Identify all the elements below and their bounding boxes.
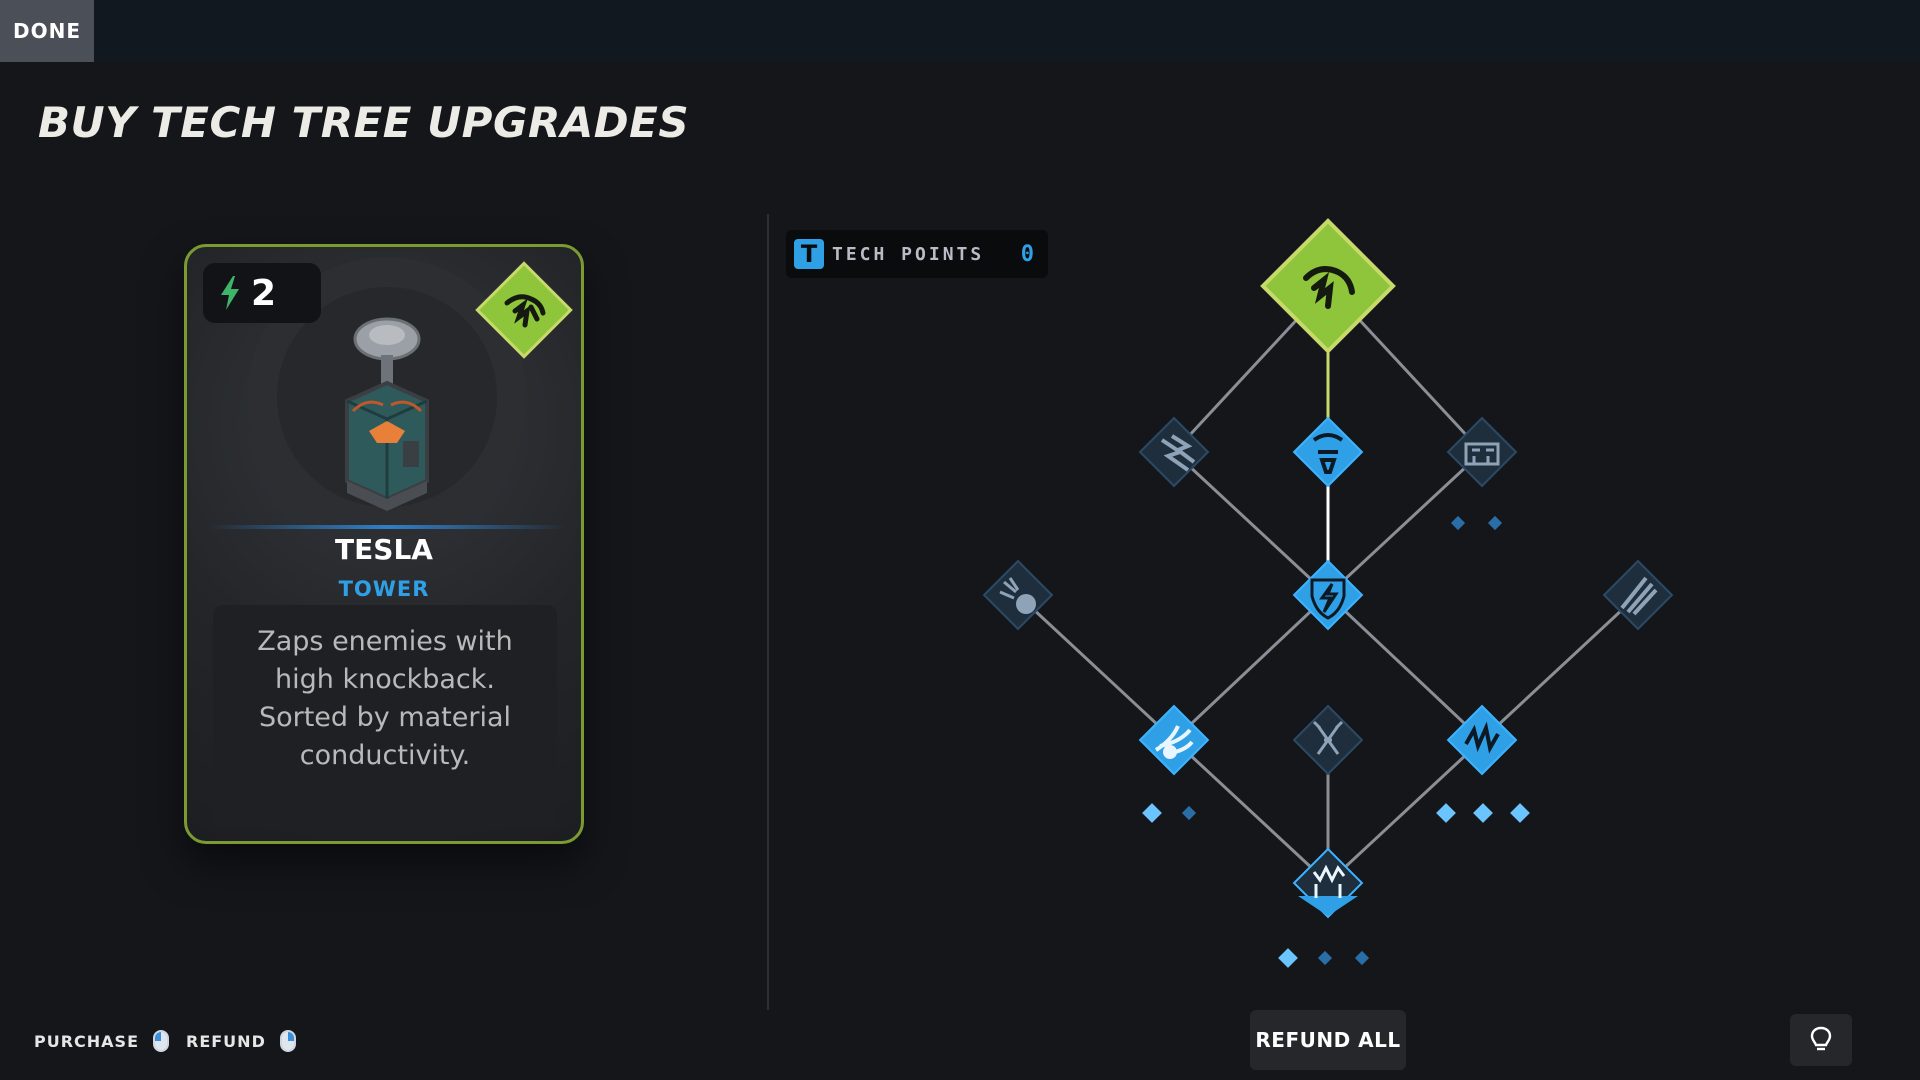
tech-node-center-upper[interactable] — [1292, 416, 1364, 488]
tech-node-left-lower[interactable] — [1138, 704, 1210, 776]
card-divider-glow — [207, 525, 567, 529]
tech-node-far-right[interactable] — [1602, 559, 1674, 631]
connector-line — [1016, 593, 1176, 742]
tesla-tower-image — [345, 317, 429, 511]
energy-bolt-icon — [221, 276, 239, 310]
upgrade-pip — [1450, 515, 1466, 531]
refund-hint-label: REFUND — [186, 1031, 266, 1051]
tech-node-left-upper[interactable] — [1138, 416, 1210, 488]
tech-node-right-upper[interactable] — [1446, 416, 1518, 488]
tech-points-icon: T — [794, 239, 824, 269]
tower-card: 2 TESLA TOWER Zaps enemies with high kno… — [184, 244, 584, 844]
upgrade-pip — [1473, 803, 1493, 823]
tech-node-center-middle[interactable] — [1292, 559, 1364, 631]
tech-node-root[interactable] — [1260, 218, 1396, 354]
lightning-bolts-icon — [1160, 434, 1196, 472]
cost-badge: 2 — [203, 263, 321, 323]
upgrade-pip — [1354, 950, 1370, 966]
tower-description: Zaps enemies with high knockback. Sorted… — [213, 605, 557, 829]
chain-lightning-icon — [1464, 721, 1500, 754]
insect-bomb-icon — [999, 577, 1036, 614]
tech-node-far-left[interactable] — [982, 559, 1054, 631]
tech-node-bottom[interactable] — [1292, 847, 1364, 919]
tesla-coil-upgrade-icon — [1312, 433, 1344, 474]
tech-points-counter: T TECH POINTS 0 — [786, 230, 1048, 278]
done-button[interactable]: DONE — [0, 0, 94, 62]
refund-all-button[interactable]: REFUND ALL — [1250, 1010, 1406, 1070]
tech-points-label: TECH POINTS — [832, 243, 985, 265]
upgrade-pip — [1510, 803, 1530, 823]
arc-discharge-icon — [1312, 864, 1346, 898]
circuit-wrench-icon — [1312, 720, 1344, 755]
tech-node-center-lower[interactable] — [1292, 704, 1364, 776]
tesla-lightning-emblem-icon — [475, 261, 573, 359]
lightbulb-icon — [1810, 1026, 1832, 1051]
tower-name: TESLA — [335, 533, 433, 566]
tech-node-right-lower[interactable] — [1446, 704, 1518, 776]
upgrade-pip — [1142, 803, 1162, 823]
cost-value: 2 — [251, 272, 277, 314]
machine-building-icon — [1464, 442, 1500, 466]
upgrade-pip — [1487, 515, 1503, 531]
hint-button[interactable] — [1790, 1014, 1852, 1066]
mouse-right-click-icon — [279, 1030, 296, 1052]
upgrade-pip — [1317, 950, 1333, 966]
upgrade-pip — [1278, 948, 1298, 968]
page-title: BUY TECH TREE UPGRADES — [38, 98, 690, 147]
connector-line — [1480, 593, 1640, 742]
tower-type: TOWER — [338, 577, 430, 601]
panel-divider — [767, 214, 769, 1010]
connector-line — [1172, 738, 1330, 885]
connector-line — [1172, 593, 1330, 742]
upgrade-pip — [1436, 803, 1456, 823]
connector-line — [1326, 450, 1484, 597]
refund-hint: REFUND — [186, 1030, 296, 1052]
mouse-left-click-icon — [153, 1030, 170, 1052]
claw-slash-icon — [1620, 576, 1658, 616]
purchase-hint-label: PURCHASE — [34, 1031, 140, 1051]
upgrade-pip — [1181, 805, 1197, 821]
tesla-root-icon — [1303, 266, 1355, 309]
connector-line — [1172, 450, 1330, 597]
top-bar: DONE — [0, 0, 1920, 62]
purchase-hint: PURCHASE — [34, 1030, 170, 1052]
tech-points-value: 0 — [1020, 241, 1034, 267]
connector-line — [1326, 593, 1484, 742]
connector-line — [1326, 738, 1484, 885]
shield-bolt-icon — [1310, 578, 1346, 620]
